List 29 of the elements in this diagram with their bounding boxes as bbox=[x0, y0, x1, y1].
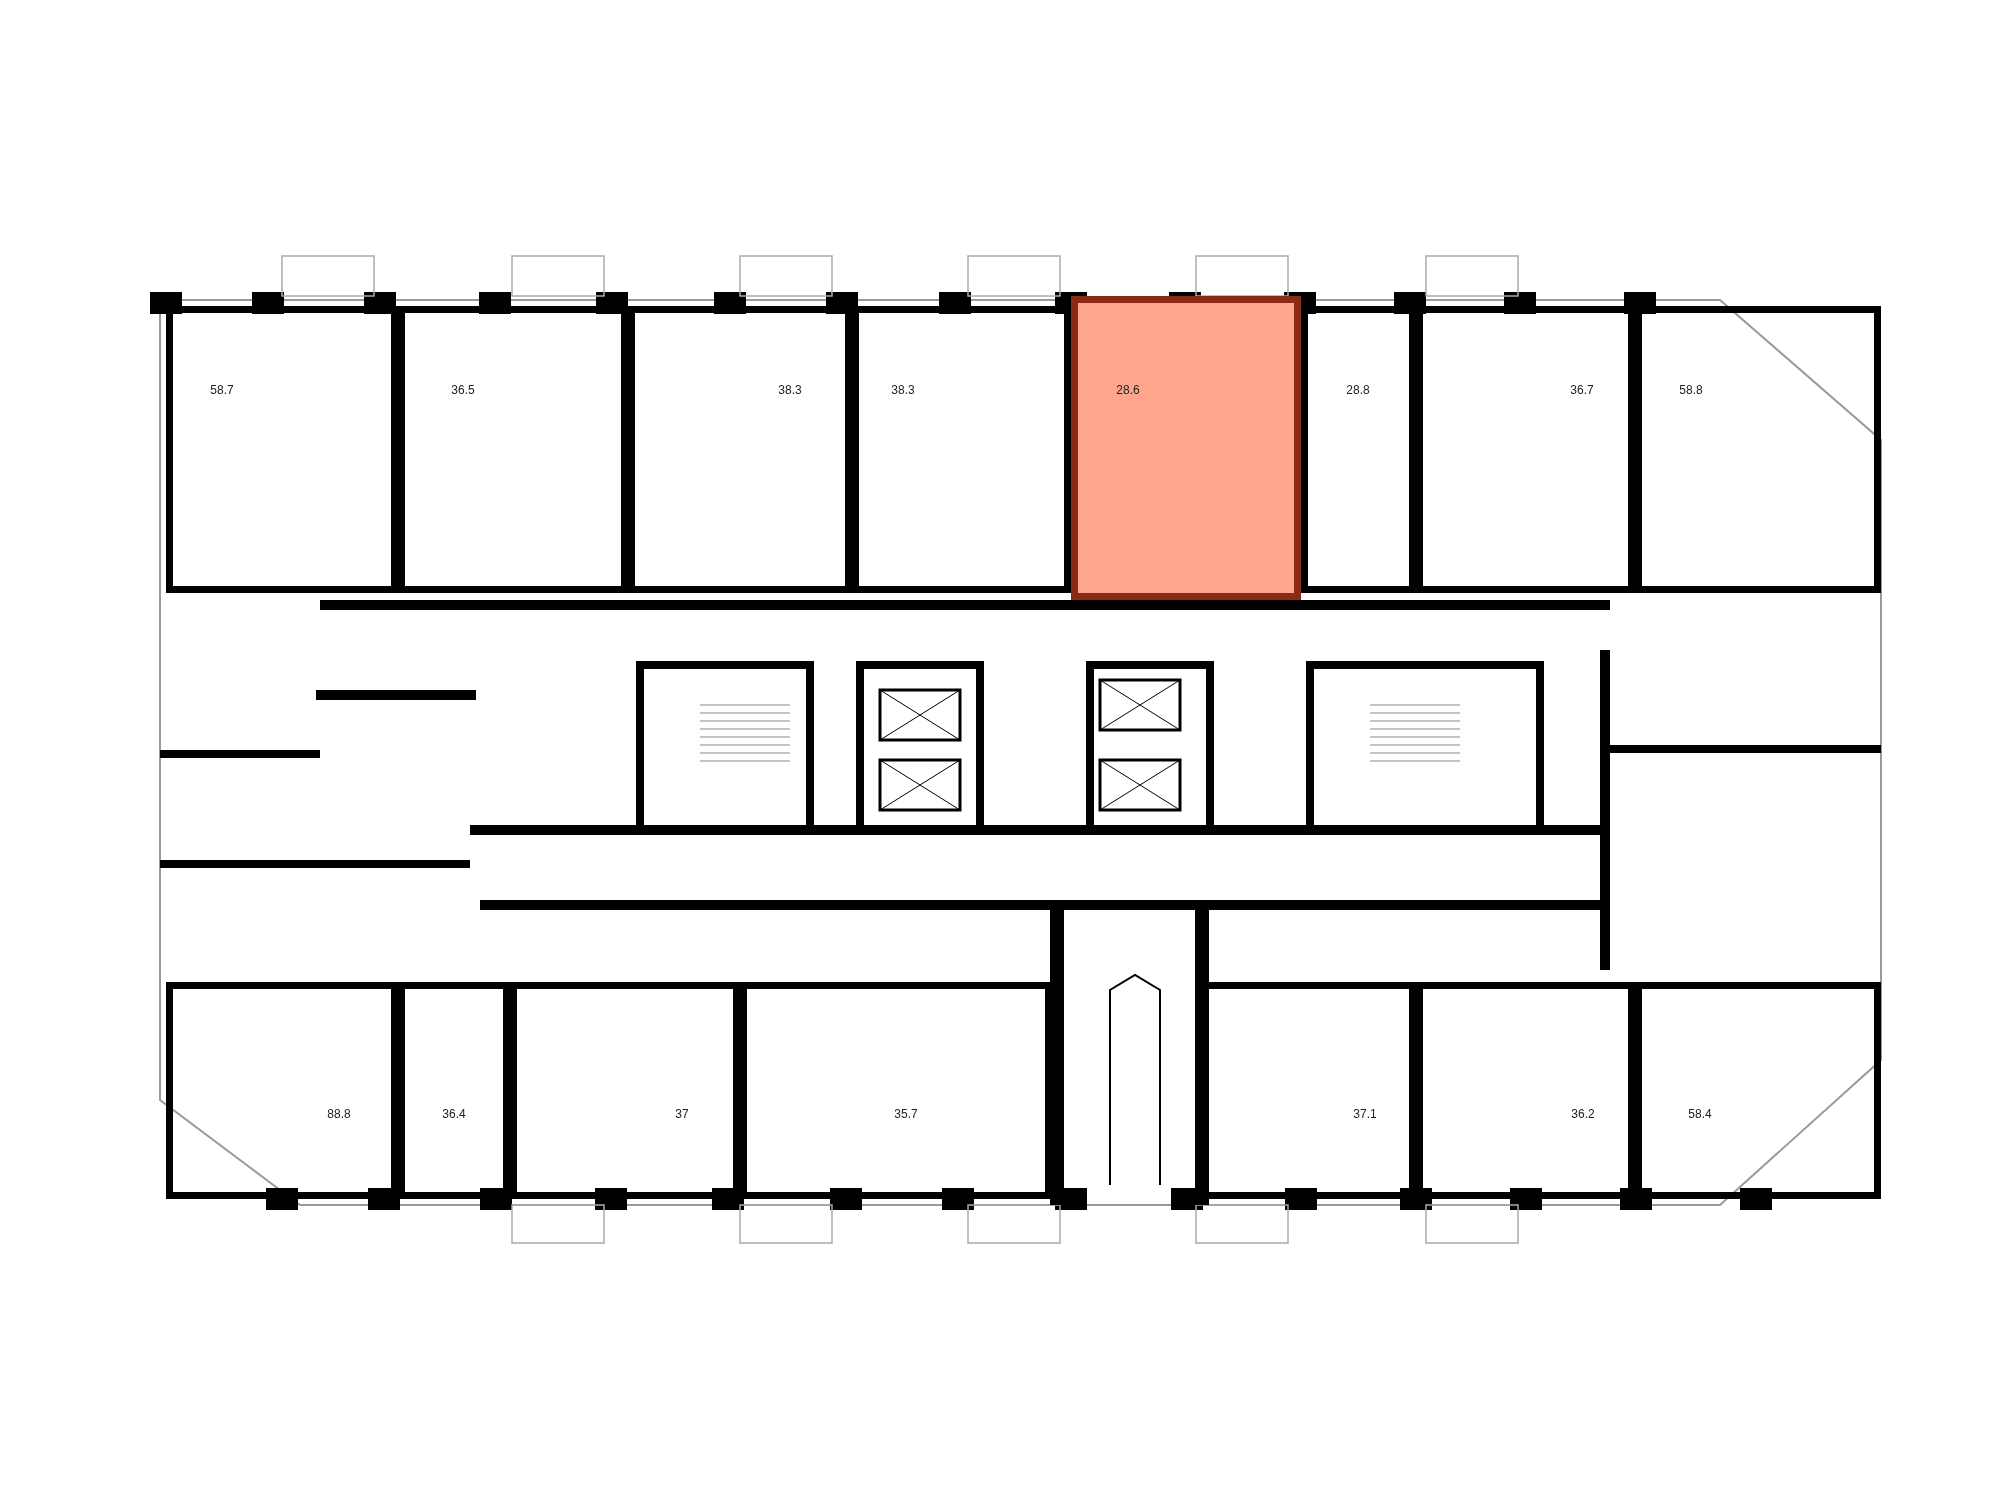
area-label: 37.1 bbox=[1353, 1107, 1377, 1121]
apartment-unit bbox=[166, 982, 398, 1199]
area-label: 88.8 bbox=[327, 1107, 351, 1121]
area-label: 36.4 bbox=[442, 1107, 466, 1121]
apartment-unit bbox=[740, 982, 1052, 1199]
apartment-unit bbox=[628, 306, 852, 593]
area-label: 38.3 bbox=[778, 383, 802, 397]
apartment-unit bbox=[1416, 306, 1635, 593]
apartment-unit bbox=[398, 306, 628, 593]
area-label: 36.5 bbox=[451, 383, 475, 397]
area-label: 36.2 bbox=[1571, 1107, 1595, 1121]
apartment-unit bbox=[1301, 306, 1416, 593]
apartment-unit bbox=[398, 982, 510, 1199]
apartment-unit bbox=[1635, 306, 1881, 593]
apartment-unit bbox=[1416, 982, 1635, 1199]
area-label: 28.6 bbox=[1116, 383, 1140, 397]
area-label: 35.7 bbox=[894, 1107, 918, 1121]
apartment-unit bbox=[1635, 982, 1881, 1199]
area-label: 37 bbox=[675, 1107, 689, 1121]
apartment-unit bbox=[852, 306, 1071, 593]
apartment-unit bbox=[166, 306, 398, 593]
area-label: 58.7 bbox=[210, 383, 234, 397]
area-label: 28.8 bbox=[1346, 383, 1370, 397]
area-label: 38.3 bbox=[891, 383, 915, 397]
area-label: 36.7 bbox=[1570, 383, 1594, 397]
highlighted-apartment bbox=[1071, 296, 1301, 600]
area-label: 58.4 bbox=[1688, 1107, 1712, 1121]
area-label: 58.8 bbox=[1679, 383, 1703, 397]
apartment-unit bbox=[510, 982, 740, 1199]
